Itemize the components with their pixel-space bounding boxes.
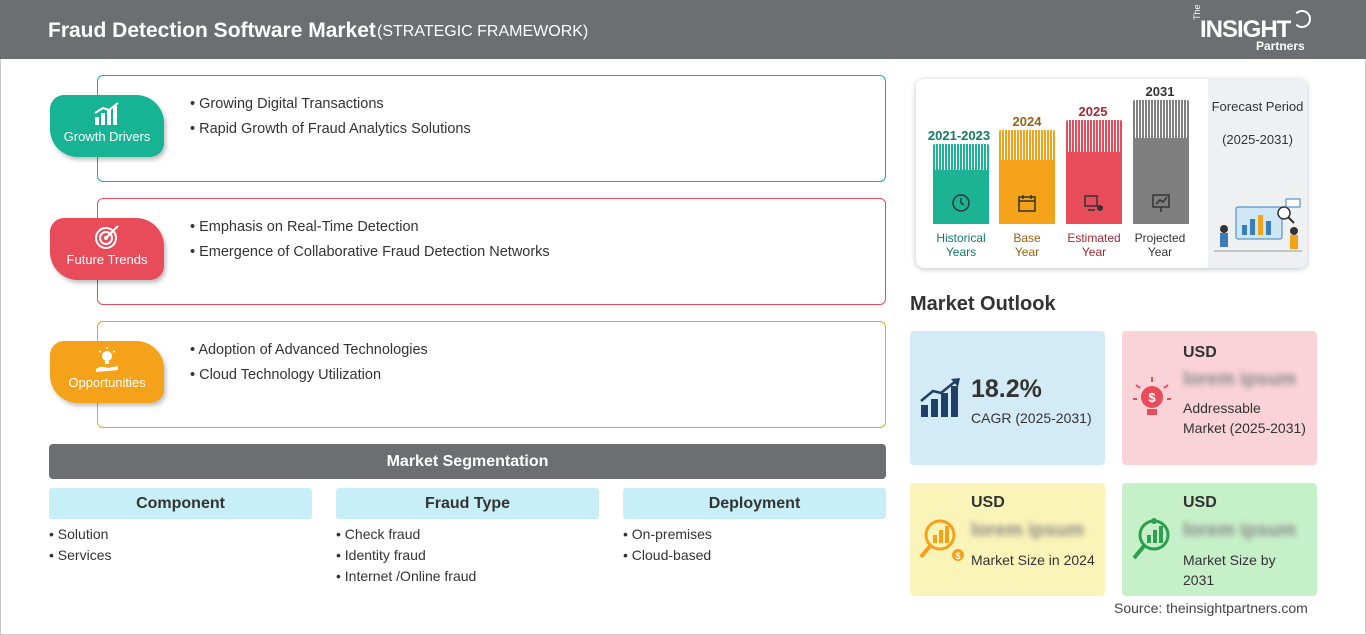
opportunities-box: Adoption of Advanced Technologies Cloud … (97, 321, 886, 428)
svg-text:$: $ (955, 551, 960, 561)
page-title: Fraud Detection Software Market (48, 19, 376, 42)
calendar-icon (1018, 195, 1036, 212)
history-icon (952, 194, 970, 212)
segment-item: Solution (49, 526, 312, 542)
segment-item: Services (49, 547, 312, 563)
source-citation: Source: theinsightpartners.com (1114, 600, 1308, 616)
magnifier-chart-icon: $ (919, 519, 964, 561)
size2031-value: lorem ipsum (1183, 520, 1296, 541)
market-segmentation-header: Market Segmentation (49, 444, 886, 479)
opportunities-label: Opportunities (68, 375, 146, 390)
future-trends-box: Emphasis on Real-Time Detection Emergenc… (97, 198, 886, 305)
segment-title: Deployment (623, 488, 886, 519)
growth-bars-icon (920, 378, 960, 417)
opportunity-item: Adoption of Advanced Technologies (190, 342, 428, 358)
growth-driver-item: Growing Digital Transactions (190, 96, 471, 112)
opportunity-item: Cloud Technology Utilization (190, 367, 428, 383)
timeline-year: 2031 (1145, 84, 1175, 99)
future-trends-badge: Future Trends (50, 218, 164, 280)
timeline-year: 2021-2023 (927, 128, 991, 143)
future-trend-item: Emphasis on Real-Time Detection (190, 219, 550, 235)
future-trend-item: Emergence of Collaborative Fraud Detecti… (190, 244, 550, 260)
insight-partners-logo: The INSIGHT Partners (1188, 4, 1318, 54)
timeline-year: 2024 (1012, 114, 1042, 129)
addressable-currency: USD (1183, 344, 1217, 361)
size2031-currency: USD (1183, 494, 1217, 511)
segment-title: Fraud Type (336, 488, 599, 519)
market-size-2024-card: USD lorem ipsum $ Market Size in 2024 (910, 483, 1105, 596)
growth-drivers-badge: Growth Drivers (50, 95, 164, 157)
projection-icon (1152, 194, 1170, 212)
page-header: Fraud Detection Software Market (STRATEG… (0, 0, 1366, 59)
forecast-period-title: Forecast Period (1211, 99, 1304, 114)
size2024-currency: USD (971, 494, 1005, 511)
cagr-card: 18.2% CAGR (2025-2031) (910, 331, 1105, 465)
svg-text:$: $ (1148, 390, 1156, 405)
magnifier-growth-icon (1132, 518, 1170, 560)
growth-driver-item: Rapid Growth of Fraud Analytics Solution… (190, 121, 471, 137)
addressable-label: Addressable Market (2025-2031) (1183, 400, 1306, 436)
future-trends-label: Future Trends (66, 252, 148, 267)
target-icon (95, 225, 119, 249)
segment-item: Check fraud (336, 526, 599, 542)
segment-item: On-premises (623, 526, 886, 542)
timeline-bar-historical (933, 144, 989, 224)
timeline-bar-projected (1133, 100, 1189, 224)
growth-chart-icon (94, 102, 119, 125)
growth-drivers-label: Growth Drivers (63, 129, 151, 144)
forecast-period-range: (2025-2031) (1222, 132, 1293, 147)
timeline-bar-base (999, 130, 1055, 224)
market-outlook-title: Market Outlook (910, 293, 1056, 315)
forecast-period-panel: Forecast Period (2025-2031) (1208, 79, 1307, 268)
size2031-label: Market Size by 2031 (1183, 552, 1276, 588)
growth-drivers-box: Growing Digital Transactions Rapid Growt… (97, 75, 886, 182)
page-subtitle: (STRATEGIC FRAMEWORK) (377, 23, 589, 40)
segment-item: Cloud-based (623, 547, 886, 563)
idea-hand-icon (96, 347, 118, 372)
opportunities-badge: Opportunities (50, 341, 164, 403)
addressable-market-card: USD lorem ipsum $ Addressable Market (20… (1122, 331, 1317, 465)
segment-title: Component (49, 488, 312, 519)
cagr-value: 18.2% (971, 375, 1042, 403)
timeline-bar-estimated (1066, 120, 1122, 224)
timeline-year: 2025 (1078, 104, 1108, 119)
market-size-2031-card: USD lorem ipsum Market Size by 2031 (1122, 483, 1317, 596)
estimate-icon (1084, 195, 1103, 211)
segment-column-deployment: Deployment On-premises Cloud-based (623, 488, 886, 568)
segment-item: Internet /Online fraud (336, 568, 599, 584)
segment-column-component: Component Solution Services (49, 488, 312, 568)
segment-item: Identity fraud (336, 547, 599, 563)
dollar-bulb-icon: $ (1133, 377, 1171, 415)
segment-column-fraud-type: Fraud Type Check fraud Identity fraud In… (336, 488, 599, 589)
analysts-illustration-icon (1214, 198, 1302, 252)
size2024-label: Market Size in 2024 (971, 552, 1095, 568)
addressable-value: lorem ipsum (1183, 369, 1296, 390)
size2024-value: lorem ipsum (971, 520, 1084, 541)
cagr-label: CAGR (2025-2031) (971, 410, 1092, 426)
